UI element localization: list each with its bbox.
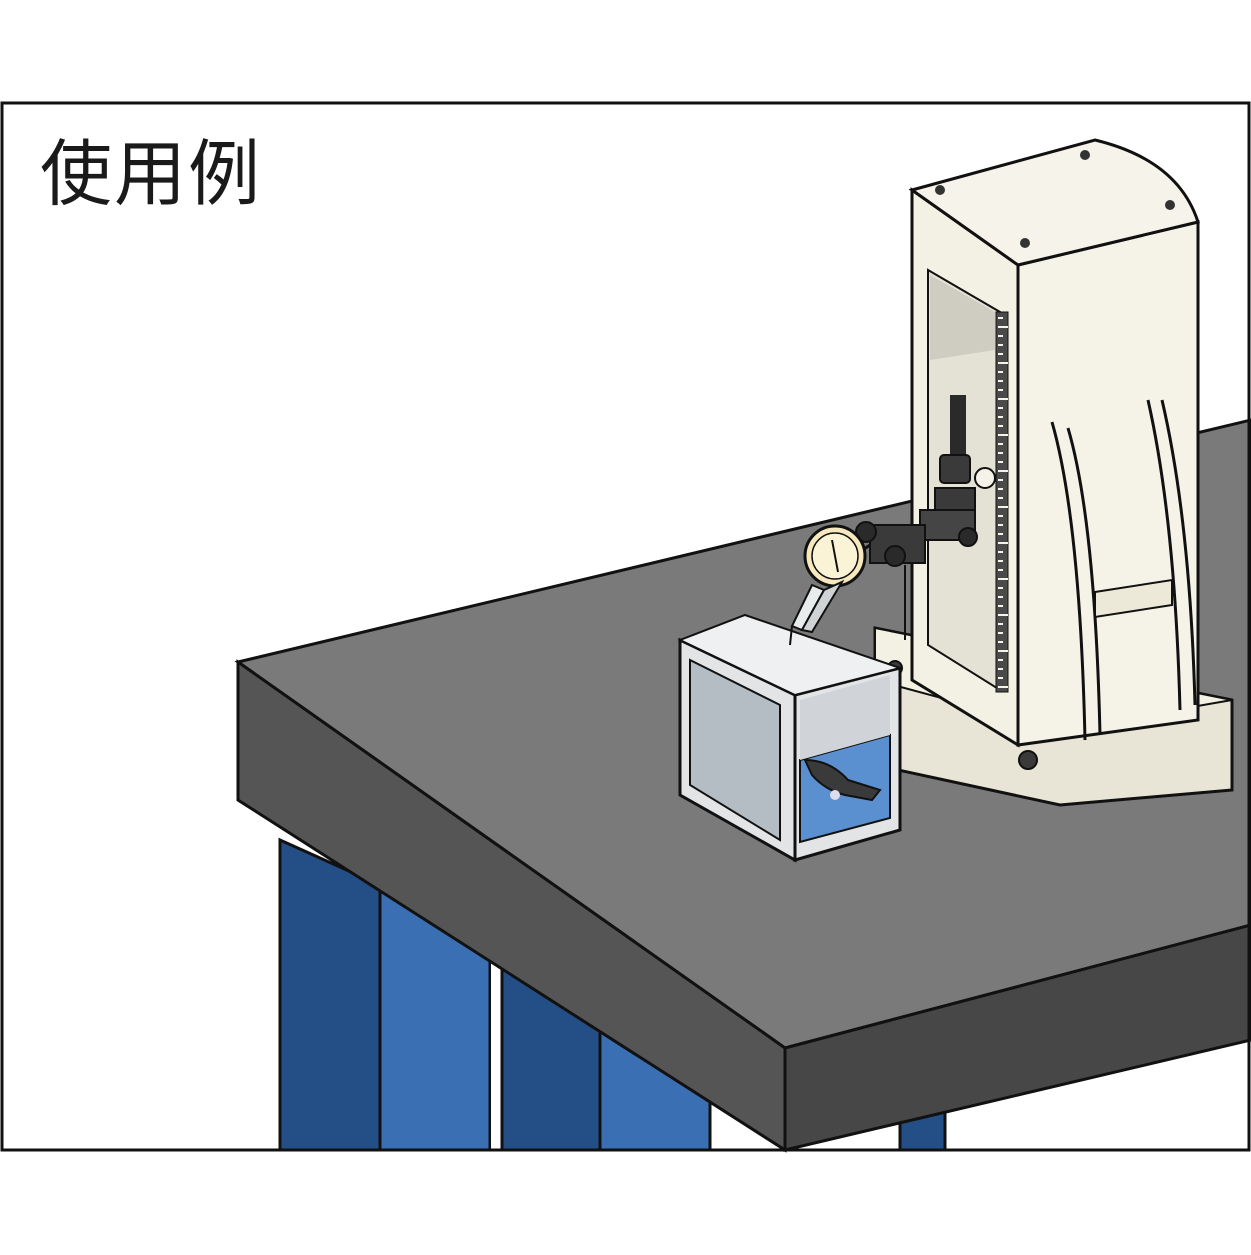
v-block-icon (677, 613, 904, 863)
illustration-frame (0, 101, 1251, 1152)
dial-gauge-icon (789, 524, 871, 646)
height-stand-icon (855, 138, 1234, 807)
caption-title: 使用例 (40, 132, 263, 216)
